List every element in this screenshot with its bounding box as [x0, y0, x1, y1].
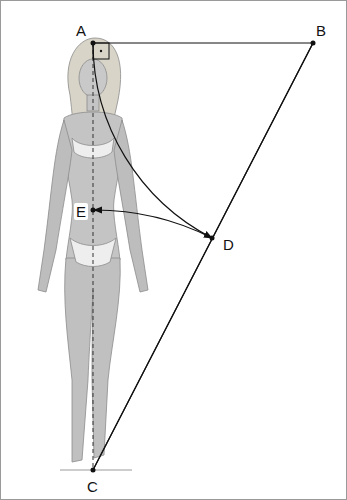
right-angle-mark: [93, 43, 109, 59]
ground-line: [60, 470, 132, 471]
hypotenuse: [93, 43, 313, 470]
point-label: E: [74, 203, 88, 220]
points: [91, 41, 316, 473]
point-label: A: [74, 22, 88, 39]
angle-dot: [100, 50, 102, 52]
point-label: C: [85, 478, 100, 495]
axis-line: [93, 43, 94, 470]
point-label: D: [221, 236, 236, 253]
triangle-side: [93, 43, 313, 470]
arc-a-d: [93, 43, 212, 238]
arc-d-e: [94, 210, 212, 238]
point-label: B: [314, 22, 328, 39]
